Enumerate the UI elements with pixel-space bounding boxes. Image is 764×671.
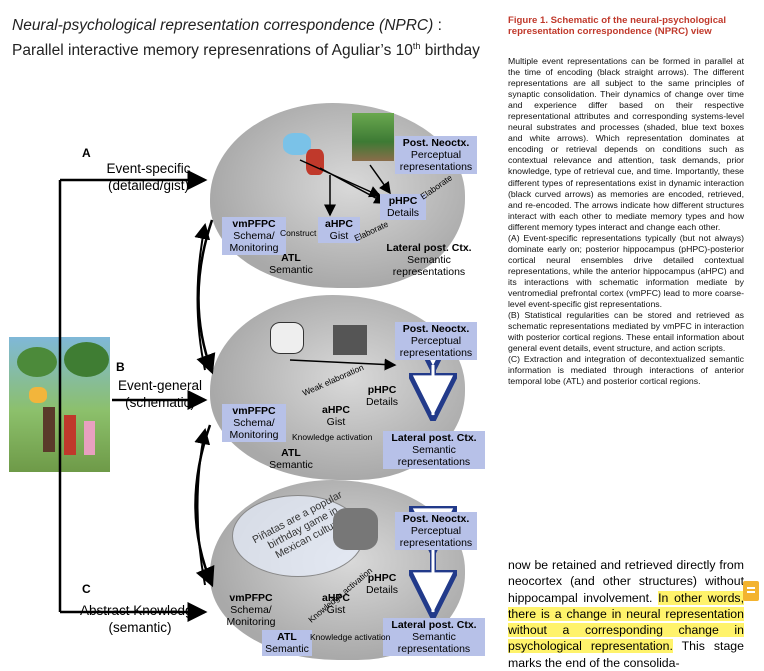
- caption-heading: Figure 1. Schematic of the neural-psycho…: [508, 15, 727, 37]
- atl-c: ATL Semantic: [262, 630, 312, 656]
- caption-pa: (A) Event-specific representations typic…: [508, 232, 744, 310]
- figure-title-rest: : Parallel interactive memory represenra…: [12, 17, 442, 60]
- row-b-letter: B: [116, 360, 125, 374]
- figure-title-italic: Neural-psychological representation corr…: [12, 17, 434, 34]
- vmpfpc-c: vmPFPC Schema/ Monitoring: [226, 592, 276, 628]
- construct-label: Construct: [280, 228, 317, 238]
- knowledge-activation-label-b: Knowledge activation: [292, 432, 373, 442]
- caption-p1: Multiple event representations can be fo…: [508, 56, 744, 232]
- vmpfpc-a: vmPFPC Schema/ Monitoring: [222, 217, 286, 255]
- row-c-letter: C: [82, 582, 91, 596]
- lateral-a: Lateral post. Ctx. Semantic representati…: [386, 242, 472, 278]
- row-c-line2: (semantic): [108, 620, 172, 635]
- phpc-c: pHPC Details: [365, 572, 399, 596]
- ahpc-a: aHPC Gist: [318, 217, 360, 243]
- row-b-line2: (schematic): [125, 395, 195, 410]
- caption-body: Multiple event representations can be fo…: [508, 56, 744, 387]
- comment-note-icon[interactable]: [743, 581, 759, 601]
- birthday-photo: [9, 337, 110, 472]
- body-paragraph: now be retained and retrieved directly f…: [508, 557, 744, 671]
- ahpc-c: aHPC Gist: [321, 592, 350, 616]
- caption-pc: (C) Extraction and integration of decont…: [508, 354, 744, 387]
- row-a-line1: Event-specific: [106, 161, 191, 176]
- sketch-box: [333, 325, 367, 355]
- vmpfpc-b: vmPFPC Schema/ Monitoring: [222, 404, 286, 442]
- post-neoctx-a: Post. Neoctx. Perceptual representations: [395, 136, 477, 174]
- knowledge-activation-label-c2: Knowledge activation: [310, 632, 391, 642]
- ahpc-b: aHPC Gist: [321, 404, 350, 428]
- body-plain: now be retained and retrieved directly f…: [508, 558, 744, 605]
- curve-ab-back: [194, 223, 211, 371]
- lateral-b: Lateral post. Ctx. Semantic representati…: [383, 431, 485, 469]
- row-a-letter: A: [82, 146, 91, 160]
- row-b-label: Event-general (schematic): [110, 377, 210, 411]
- row-c-line1: Abstract Knowledge: [79, 603, 201, 618]
- phpc-a: pHPC Details: [380, 194, 426, 220]
- sketch-pinata: [270, 322, 304, 354]
- sketch-donkey: [333, 508, 378, 550]
- figure-title-tail: birthday: [420, 42, 480, 60]
- post-neoctx-b: Post. Neoctx. Perceptual representations: [395, 322, 477, 360]
- row-a-label: Event-specific (detailed/gist): [96, 160, 201, 194]
- post-neoctx-c: Post. Neoctx. Perceptual representations: [395, 512, 477, 550]
- row-b-line1: Event-general: [117, 378, 203, 393]
- figure-title-sup: th: [412, 41, 421, 51]
- figure-title: Neural-psychological representation corr…: [12, 16, 482, 61]
- atl-a: ATL Semantic: [269, 252, 313, 276]
- tree-image: [352, 113, 394, 161]
- curve-bc-back: [194, 428, 211, 586]
- atl-b: ATL Semantic: [269, 447, 313, 471]
- row-c-label: Abstract Knowledge (semantic): [70, 602, 210, 636]
- caption-pb: (B) Statistical regularities can be stor…: [508, 310, 744, 354]
- lateral-c: Lateral post. Ctx. Semantic representati…: [383, 618, 485, 656]
- pinata-image: [283, 133, 311, 155]
- row-a-line2: (detailed/gist): [107, 178, 190, 193]
- phpc-b: pHPC Details: [365, 384, 399, 408]
